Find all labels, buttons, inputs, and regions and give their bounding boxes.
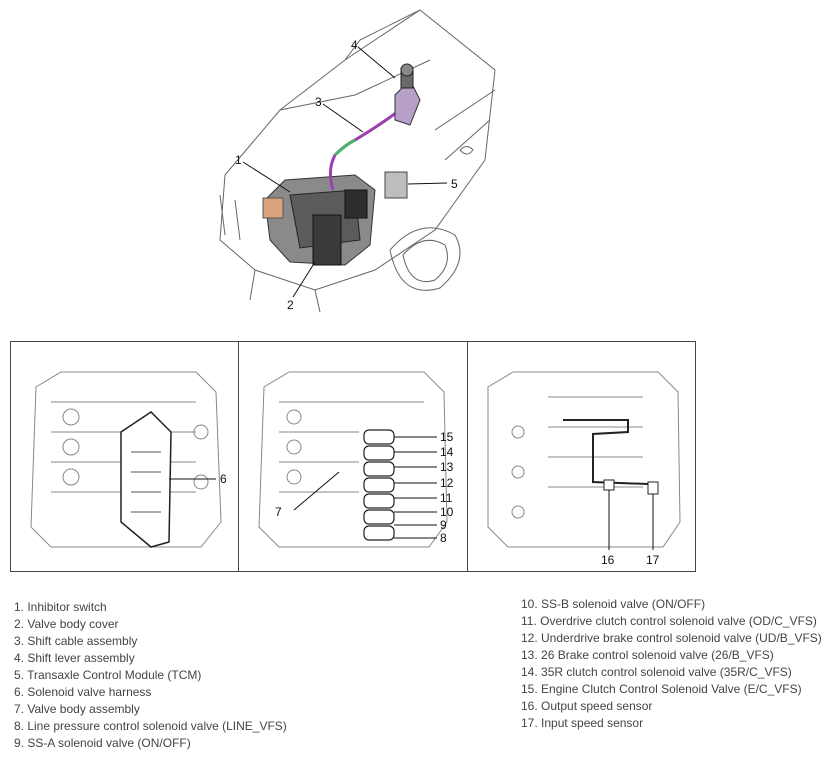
callout-14: 14 [440, 445, 454, 459]
vehicle-line-drawing: 1 2 3 4 5 [219, 9, 496, 313]
legend-item-12: 12. Underdrive brake control solenoid va… [521, 631, 822, 645]
solenoid-stack [363, 429, 395, 541]
panel-solenoid-harness: 6 [11, 342, 240, 571]
legend-item-1: 1. Inhibitor switch [14, 600, 107, 614]
callout-5: 5 [451, 177, 458, 191]
callout-6: 6 [220, 472, 227, 486]
callout-12: 12 [440, 476, 454, 490]
harness-shape [120, 411, 172, 548]
legend-item-8: 8. Line pressure control solenoid valve … [14, 719, 287, 733]
legend-item-13: 13. 26 Brake control solenoid valve (26/… [521, 648, 774, 662]
callout-11: 11 [440, 491, 453, 505]
tcm-module [384, 171, 408, 199]
legend-item-6: 6. Solenoid valve harness [14, 685, 152, 699]
panel-2-drawing: 15 14 13 12 11 10 9 8 7 [258, 371, 454, 548]
legend-item-11: 11. Overdrive clutch control solenoid va… [521, 614, 817, 628]
callout-2: 2 [287, 298, 294, 312]
detail-panels: 6 [10, 341, 696, 572]
callout-7: 7 [275, 505, 282, 519]
legend-item-3: 3. Shift cable assembly [14, 634, 138, 648]
callout-8: 8 [440, 531, 447, 545]
panel-valve-body: 15 14 13 12 11 10 9 8 7 [239, 342, 468, 571]
input-speed-sensor-shape [647, 481, 659, 495]
transaxle-assembly [262, 174, 376, 266]
legend-left: 1. Inhibitor switch 2. Valve body cover … [14, 599, 287, 752]
legend-item-15: 15. Engine Clutch Control Solenoid Valve… [521, 682, 802, 696]
callout-16: 16 [601, 553, 615, 567]
vehicle-overview-figure: 1 2 3 4 5 [195, 0, 515, 320]
panel-3-drawing: 16 17 [487, 371, 681, 567]
callout-9: 9 [440, 518, 447, 532]
legend-item-2: 2. Valve body cover [14, 617, 119, 631]
legend-item-16: 16. Output speed sensor [521, 699, 653, 713]
callout-17: 17 [646, 553, 660, 567]
legend-item-14: 14. 35R clutch control solenoid valve (3… [521, 665, 792, 679]
output-speed-sensor-shape [603, 479, 615, 491]
callout-1: 1 [235, 153, 242, 167]
callout-13: 13 [440, 460, 454, 474]
legend-item-7: 7. Valve body assembly [14, 702, 140, 716]
callout-15: 15 [440, 430, 454, 444]
legend-item-4: 4. Shift lever assembly [14, 651, 135, 665]
legend-right: 10. SS-B solenoid valve (ON/OFF) 11. Ove… [521, 596, 822, 732]
legend-item-17: 17. Input speed sensor [521, 716, 644, 730]
callout-10: 10 [440, 505, 454, 519]
legend-item-5: 5. Transaxle Control Module (TCM) [14, 668, 202, 682]
panel-1-drawing: 6 [30, 371, 227, 548]
callout-4: 4 [351, 38, 358, 52]
panel-speed-sensors: 16 17 [468, 342, 695, 571]
legend-item-10: 10. SS-B solenoid valve (ON/OFF) [521, 597, 706, 611]
sensor-harness [562, 419, 648, 485]
shift-lever-assembly [394, 63, 421, 126]
callout-3: 3 [315, 95, 322, 109]
legend-item-9: 9. SS-A solenoid valve (ON/OFF) [14, 736, 191, 750]
